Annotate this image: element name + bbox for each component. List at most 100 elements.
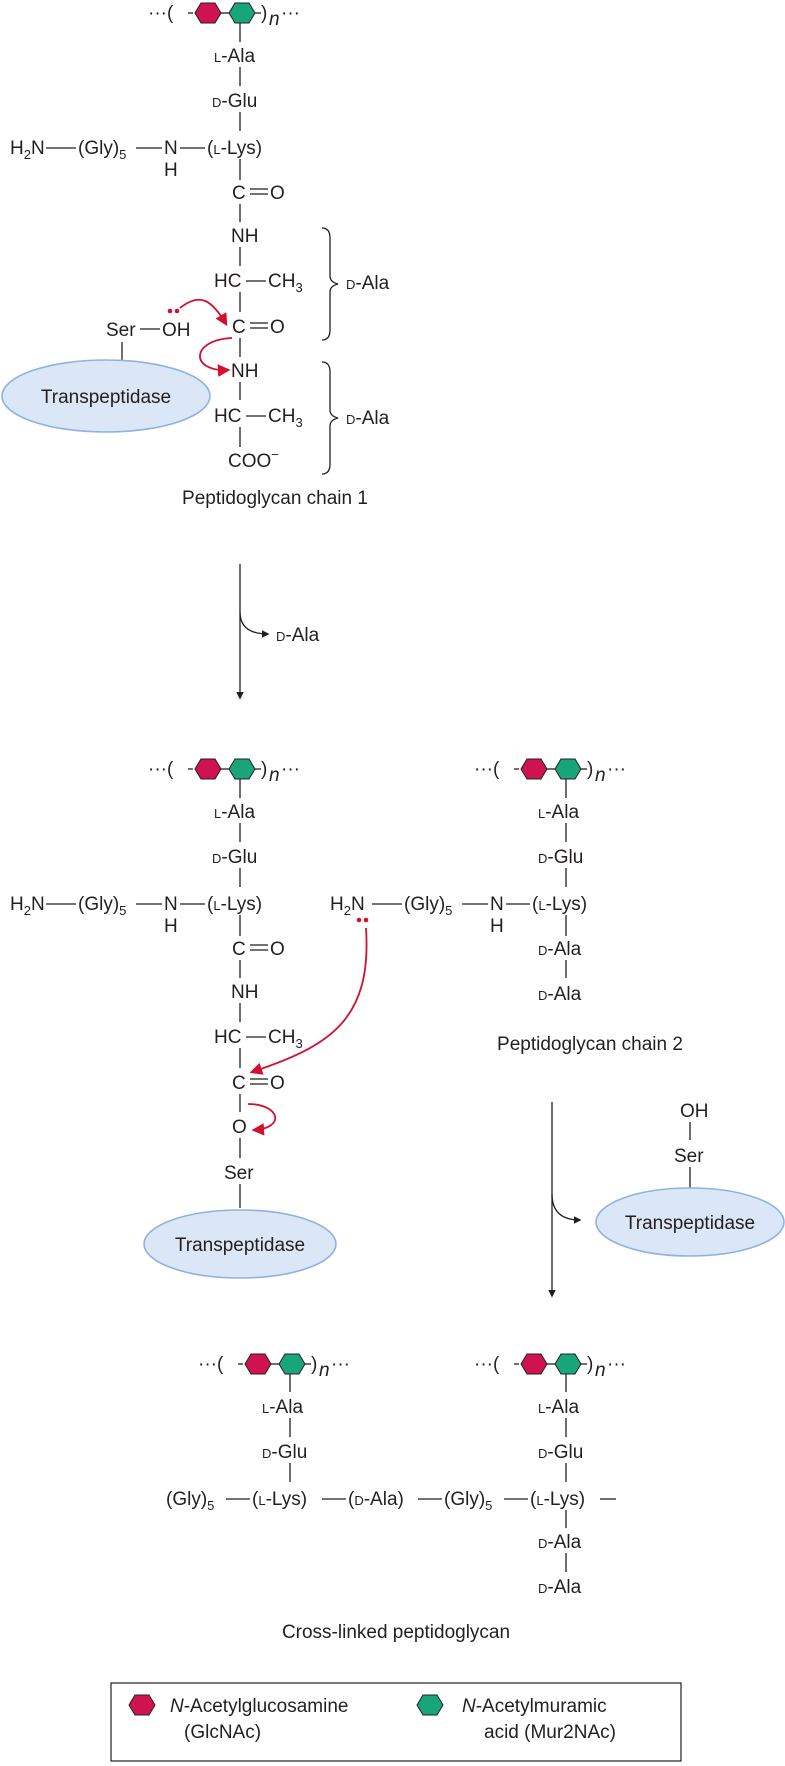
svg-text:···(: ···( <box>474 1354 500 1375</box>
transpeptidase-label-3: Transpeptidase <box>625 1213 755 1234</box>
svg-text:C: C <box>232 939 246 960</box>
svg-text:n: n <box>319 1360 330 1381</box>
svg-text:···: ··· <box>281 759 300 780</box>
svg-text:L-Ala: L-Ala <box>538 1397 579 1418</box>
svg-text:(L-Lys): (L-Lys) <box>530 1489 585 1510</box>
d-ala-bracket-1 <box>321 227 339 341</box>
l-ala-label: L-Ala <box>214 46 255 67</box>
svg-text:(L-Lys): (L-Lys) <box>252 1489 307 1510</box>
glycan-backbone: ···( ) n ··· <box>148 2 300 30</box>
svg-text:N: N <box>490 894 504 915</box>
crosslinked-structure: ···( ) n ··· L-Ala D-Glu ···( ) n ··· L-… <box>166 1353 626 1643</box>
svg-text:N: N <box>164 894 178 915</box>
gly5-label: (Gly)5 <box>78 138 126 162</box>
svg-text:Ser: Ser <box>224 1163 254 1184</box>
svg-text:): ) <box>311 1354 317 1375</box>
released-d-ala: D-Ala <box>276 625 320 646</box>
legend-box <box>110 1682 682 1762</box>
legend-glcnac-abbr: (GlcNAc) <box>184 1722 261 1743</box>
carbonyl-o2: O <box>270 317 285 338</box>
glcnac-hexagon <box>194 758 222 780</box>
hc-1: HC <box>214 271 241 292</box>
legend-murnac-label: N-Acetylmuramic <box>462 1696 607 1717</box>
legend-murnac-abbr: acid (Mur2NAc) <box>484 1722 616 1743</box>
amide-h: H <box>164 160 178 181</box>
svg-text:L-Ala: L-Ala <box>262 1397 303 1418</box>
nh-2: NH <box>231 361 258 382</box>
attack-arrow-2 <box>249 927 368 1075</box>
murnac-hexagon <box>554 1353 582 1375</box>
transpeptidase-label-1: Transpeptidase <box>41 387 171 408</box>
svg-text:···: ··· <box>331 1354 350 1375</box>
ser-label-2: Ser <box>674 1146 704 1167</box>
nh-1: NH <box>231 226 258 247</box>
murnac-hexagon <box>228 2 256 24</box>
attack-arrow-1 <box>179 298 228 327</box>
murnac-hexagon <box>228 758 256 780</box>
svg-text:(L-Lys): (L-Lys) <box>532 894 587 915</box>
acyl-enzyme-intermediate: ···( ) n ··· L-Ala D-Glu H2N (Gly)5 N H … <box>10 758 337 1279</box>
svg-text:n: n <box>595 765 606 786</box>
chain1-structure: ···( ) n ··· L-Ala D-Glu H2N (Gly)5 N H … <box>1 2 390 509</box>
transpeptidase-enzyme-1 <box>1 359 211 433</box>
svg-text:NH: NH <box>231 982 258 1003</box>
transpeptidase-label-2: Transpeptidase <box>175 1235 305 1256</box>
legend-glcnac-hexagon <box>128 1694 156 1716</box>
transpeptidase-enzyme-2 <box>143 1209 337 1279</box>
svg-text:H: H <box>164 916 178 937</box>
svg-text:(Gly)5: (Gly)5 <box>78 894 126 918</box>
svg-text:···: ··· <box>607 759 626 780</box>
svg-text:···: ··· <box>607 1354 626 1375</box>
electron-arrow-2 <box>247 1103 276 1136</box>
svg-text:(Gly)5: (Gly)5 <box>444 1489 492 1513</box>
svg-text:D-Ala: D-Ala <box>538 939 582 960</box>
glcnac-hexagon <box>520 1353 548 1375</box>
ch3-1: CH3 <box>268 271 303 295</box>
caption-crosslinked: Cross-linked peptidoglycan <box>282 1622 510 1643</box>
ch3-2: CH3 <box>268 406 303 430</box>
carbonyl-c2: C <box>232 317 246 338</box>
svg-text:O: O <box>270 939 285 960</box>
d-glu-label: D-Glu <box>212 91 257 112</box>
svg-text:n: n <box>595 1360 606 1381</box>
chain2-structure: ···( ) n ··· L-Ala D-Glu H2N (Gly)5 N H … <box>249 758 683 1075</box>
dots-right: ) <box>261 3 267 24</box>
coo-label: COO− <box>228 447 279 472</box>
step2-arrow: OH Ser Transpeptidase <box>548 1101 785 1298</box>
svg-text:D-Glu: D-Glu <box>538 1442 583 1463</box>
step1-arrow: D-Ala <box>236 564 320 700</box>
svg-text:(Gly)5: (Gly)5 <box>404 894 452 918</box>
svg-text:HC: HC <box>214 1027 241 1048</box>
oh-label-2: OH <box>680 1101 709 1122</box>
amide-n: N <box>164 138 178 159</box>
svg-text:D-Glu: D-Glu <box>212 847 257 868</box>
ester-o: O <box>232 1117 247 1138</box>
caption-chain1: Peptidoglycan chain 1 <box>182 488 368 509</box>
svg-text:···(: ···( <box>474 759 500 780</box>
svg-text:L-Ala: L-Ala <box>214 802 255 823</box>
dots-end: ··· <box>281 3 300 24</box>
svg-text:H2N: H2N <box>10 894 45 918</box>
legend: N-Acetylglucosamine (GlcNAc) N-Acetylmur… <box>110 1682 682 1762</box>
svg-text:L-Ala: L-Ala <box>538 802 579 823</box>
svg-text:(L-Lys): (L-Lys) <box>207 894 262 915</box>
svg-text:(Gly)5: (Gly)5 <box>166 1489 214 1513</box>
svg-text:D-Ala: D-Ala <box>538 1577 582 1598</box>
svg-text:): ) <box>587 759 593 780</box>
electron-arrow-1 <box>199 337 233 377</box>
carbonyl-o1: O <box>270 183 285 204</box>
d-ala-label-1: D-Ala <box>346 273 390 294</box>
svg-text:···(: ···( <box>148 759 174 780</box>
svg-text:D-Ala: D-Ala <box>538 984 582 1005</box>
svg-text:(D-Ala): (D-Ala) <box>348 1489 404 1510</box>
caption-chain2: Peptidoglycan chain 2 <box>497 1034 683 1055</box>
d-ala-label-2: D-Ala <box>346 408 390 429</box>
l-lys-label: ···((L-(-Lys) <box>207 138 262 159</box>
repeat-n: n <box>269 9 280 30</box>
svg-text:···(: ···( <box>198 1354 224 1375</box>
legend-murnac-hexagon <box>416 1694 444 1716</box>
svg-text:): ) <box>261 759 267 780</box>
legend-glcnac-label: N-Acetylglucosamine <box>170 1696 348 1717</box>
glcnac-hexagon <box>520 758 548 780</box>
